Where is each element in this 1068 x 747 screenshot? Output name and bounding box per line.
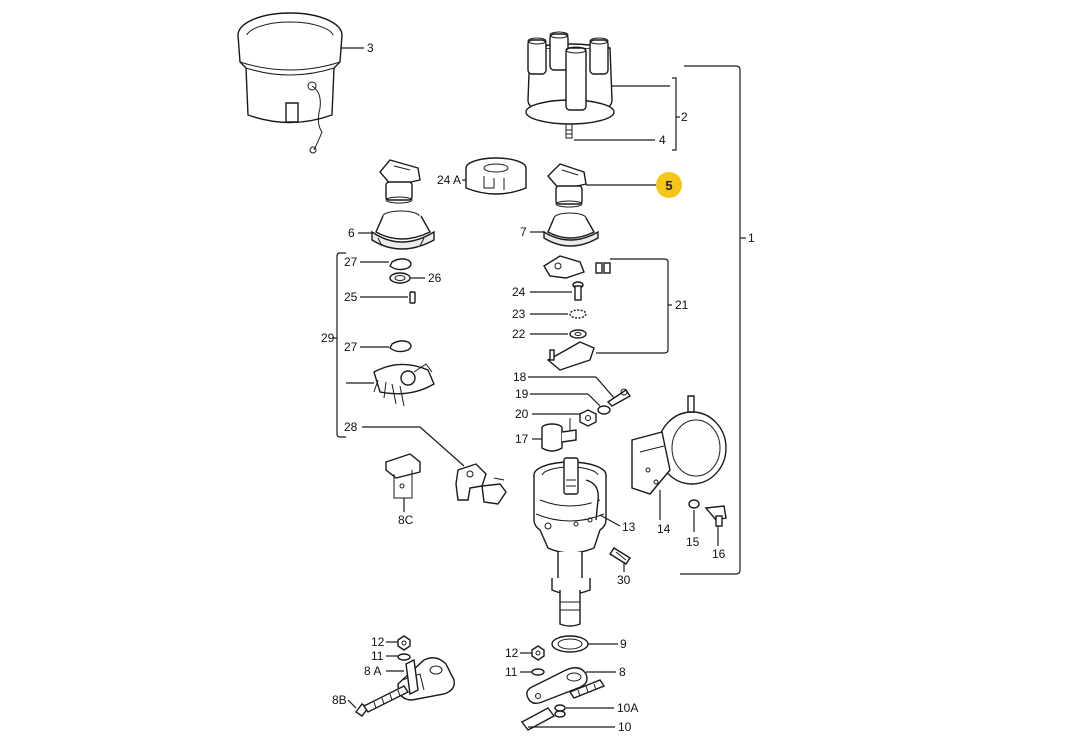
label-11-left: 11	[371, 649, 384, 663]
part-27-circlip[interactable]	[389, 258, 412, 271]
part-10-pin[interactable]	[520, 707, 556, 731]
label-10a: 10A	[617, 701, 638, 715]
callout-5-badge[interactable]: 5	[656, 172, 682, 198]
part-8c-bracket[interactable]	[385, 453, 421, 499]
label-10: 10	[618, 720, 632, 734]
part-18-screw[interactable]	[606, 388, 632, 407]
part-9-seal-ring[interactable]	[551, 635, 589, 653]
part-8a-clamp[interactable]	[397, 657, 455, 701]
part-28-contact-set[interactable]	[455, 463, 507, 505]
part-6-dust-shield[interactable]	[371, 210, 435, 250]
part-13-distributor-body[interactable]	[533, 457, 607, 627]
label-12-center: 12	[505, 646, 519, 660]
part-24a-rotor-ring[interactable]	[465, 157, 527, 195]
part-23-lock-washer[interactable]	[569, 309, 587, 319]
label-3: 3	[367, 41, 374, 55]
label-11-center: 11	[505, 665, 518, 679]
part-25-pin[interactable]	[409, 291, 416, 304]
label-26: 26	[428, 271, 442, 285]
label-2: 2	[681, 110, 688, 124]
label-24a: 24 A	[437, 173, 461, 187]
label-5: 5	[665, 178, 672, 193]
part-21-breaker-arm[interactable]	[543, 255, 611, 279]
label-14: 14	[657, 522, 671, 536]
label-20: 20	[515, 407, 529, 421]
label-30: 30	[617, 573, 631, 587]
label-4: 4	[659, 133, 666, 147]
part-26-washer[interactable]	[389, 272, 411, 284]
label-9: 9	[620, 637, 627, 651]
part-16-screw[interactable]	[704, 505, 727, 527]
label-23: 23	[512, 307, 526, 321]
label-18: 18	[513, 370, 527, 384]
label-12-left: 12	[371, 635, 385, 649]
label-25: 25	[344, 290, 358, 304]
part-rotor-left[interactable]	[379, 159, 421, 204]
part-breaker-plate[interactable]	[373, 363, 435, 407]
part-11-washer-left[interactable]	[397, 653, 411, 661]
label-13: 13	[622, 520, 636, 534]
label-29: 29	[321, 331, 335, 345]
part-11-washer-center[interactable]	[531, 668, 545, 676]
part-8-clamp-center[interactable]	[526, 667, 606, 705]
part-10a-washer[interactable]	[554, 704, 566, 718]
label-16: 16	[712, 547, 726, 561]
label-27-top: 27	[344, 255, 358, 269]
part-5-rotor[interactable]	[547, 163, 587, 208]
part-12-nut-center[interactable]	[531, 645, 545, 661]
label-8c: 8C	[398, 513, 414, 527]
part-7-dust-shield[interactable]	[543, 212, 599, 247]
label-15: 15	[686, 535, 700, 549]
part-20-nut[interactable]	[579, 409, 597, 427]
label-22: 22	[512, 327, 526, 341]
label-1: 1	[748, 231, 755, 245]
part-12-nut-left[interactable]	[397, 635, 411, 651]
part-19-washer[interactable]	[597, 405, 611, 415]
part-27-circlip-lower[interactable]	[389, 340, 412, 353]
part-17-condenser[interactable]	[541, 418, 577, 452]
part-3-shield[interactable]	[237, 12, 343, 154]
label-27-bottom: 27	[344, 340, 358, 354]
label-7: 7	[520, 225, 527, 239]
label-24: 24	[512, 285, 526, 299]
part-contact-bracket[interactable]	[546, 341, 595, 371]
part-30-screw[interactable]	[609, 547, 631, 565]
part-15-washer[interactable]	[688, 499, 700, 509]
label-19: 19	[515, 387, 529, 401]
label-21: 21	[675, 298, 689, 312]
part-2-distributor-cap[interactable]	[525, 31, 615, 139]
part-24-screw[interactable]	[572, 281, 584, 301]
label-8-center: 8	[619, 665, 626, 679]
label-17: 17	[515, 432, 529, 446]
label-28: 28	[344, 420, 358, 434]
part-22-washer[interactable]	[569, 329, 587, 339]
part-14-vacuum-unit[interactable]	[631, 395, 727, 495]
label-8b: 8B	[332, 693, 347, 707]
label-6: 6	[348, 226, 355, 240]
label-8a: 8 A	[364, 664, 381, 678]
part-8b-bolt[interactable]	[354, 685, 410, 717]
